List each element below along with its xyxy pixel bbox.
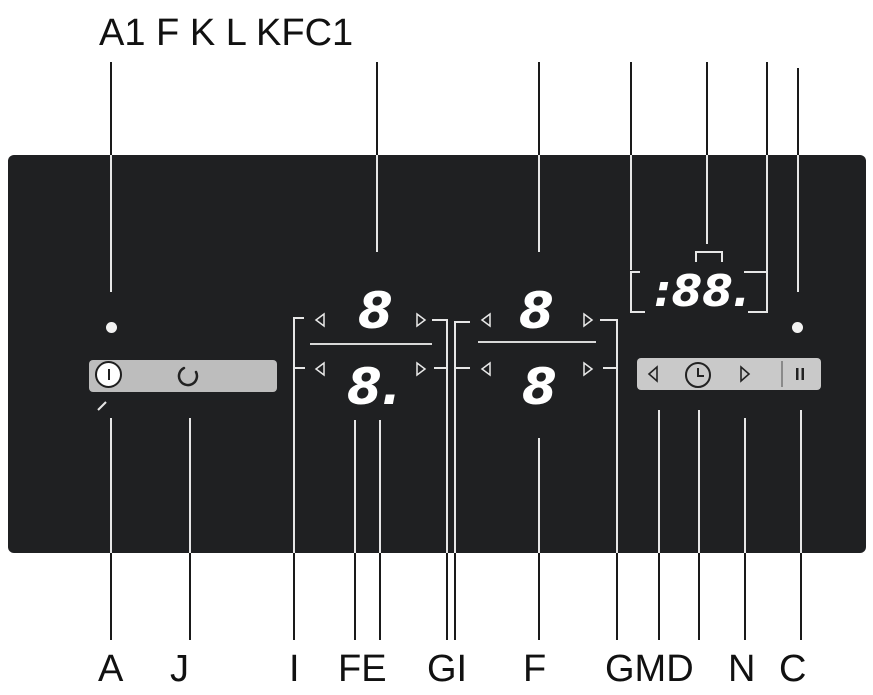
- callout-kfc1: KFC1: [256, 12, 354, 54]
- zone1-bottom-left-arrow-icon[interactable]: [314, 361, 326, 377]
- booster-icon[interactable]: [174, 362, 204, 390]
- right-control-bar: [637, 358, 821, 390]
- pause-icon[interactable]: [793, 365, 807, 383]
- zone2-second-display: 8: [522, 358, 557, 416]
- callout-a: A: [98, 648, 124, 690]
- callout-l: L: [225, 12, 246, 54]
- zone2-power-display: 8: [519, 282, 554, 340]
- zone2-bottom-right-arrow-icon[interactable]: [582, 361, 594, 377]
- clock-icon[interactable]: [683, 360, 713, 390]
- callout-k: K: [189, 12, 216, 54]
- callout-n: N: [728, 648, 756, 690]
- zone1-bottom-right-arrow-icon[interactable]: [415, 361, 427, 377]
- callout-gi: GI: [427, 648, 468, 690]
- timer-display: :88.: [654, 266, 750, 317]
- callout-gmd: GMD: [605, 648, 694, 690]
- callout-j: J: [170, 648, 189, 690]
- callout-a1: A1: [99, 12, 146, 54]
- top-callout-labels: A1 F K L KFC1: [99, 14, 353, 52]
- timer-left-arrow-icon[interactable]: [646, 365, 660, 383]
- zone1-power-display: 8: [358, 282, 393, 340]
- bar-divider: [781, 361, 783, 387]
- callout-fe: FE: [338, 648, 387, 690]
- zone2-top-right-arrow-icon[interactable]: [582, 312, 594, 328]
- zone2-top-left-arrow-icon[interactable]: [480, 312, 492, 328]
- zone1-divider: [310, 343, 432, 345]
- callout-i: I: [289, 648, 300, 690]
- zone2-divider: [478, 341, 596, 343]
- zone1-top-right-arrow-icon[interactable]: [415, 312, 427, 328]
- power-icon[interactable]: [95, 361, 122, 388]
- callout-c: C: [779, 648, 807, 690]
- cooktop-control-panel: [8, 155, 866, 553]
- callout-f: F: [523, 648, 547, 690]
- zone2-bottom-left-arrow-icon[interactable]: [480, 361, 492, 377]
- zone1-top-left-arrow-icon[interactable]: [314, 312, 326, 328]
- zone1-second-display: 8.: [347, 358, 401, 416]
- pause-indicator-dot: [792, 322, 803, 333]
- timer-right-arrow-icon[interactable]: [738, 365, 752, 383]
- callout-f-top: F: [156, 12, 180, 54]
- power-indicator-dot: [106, 322, 117, 333]
